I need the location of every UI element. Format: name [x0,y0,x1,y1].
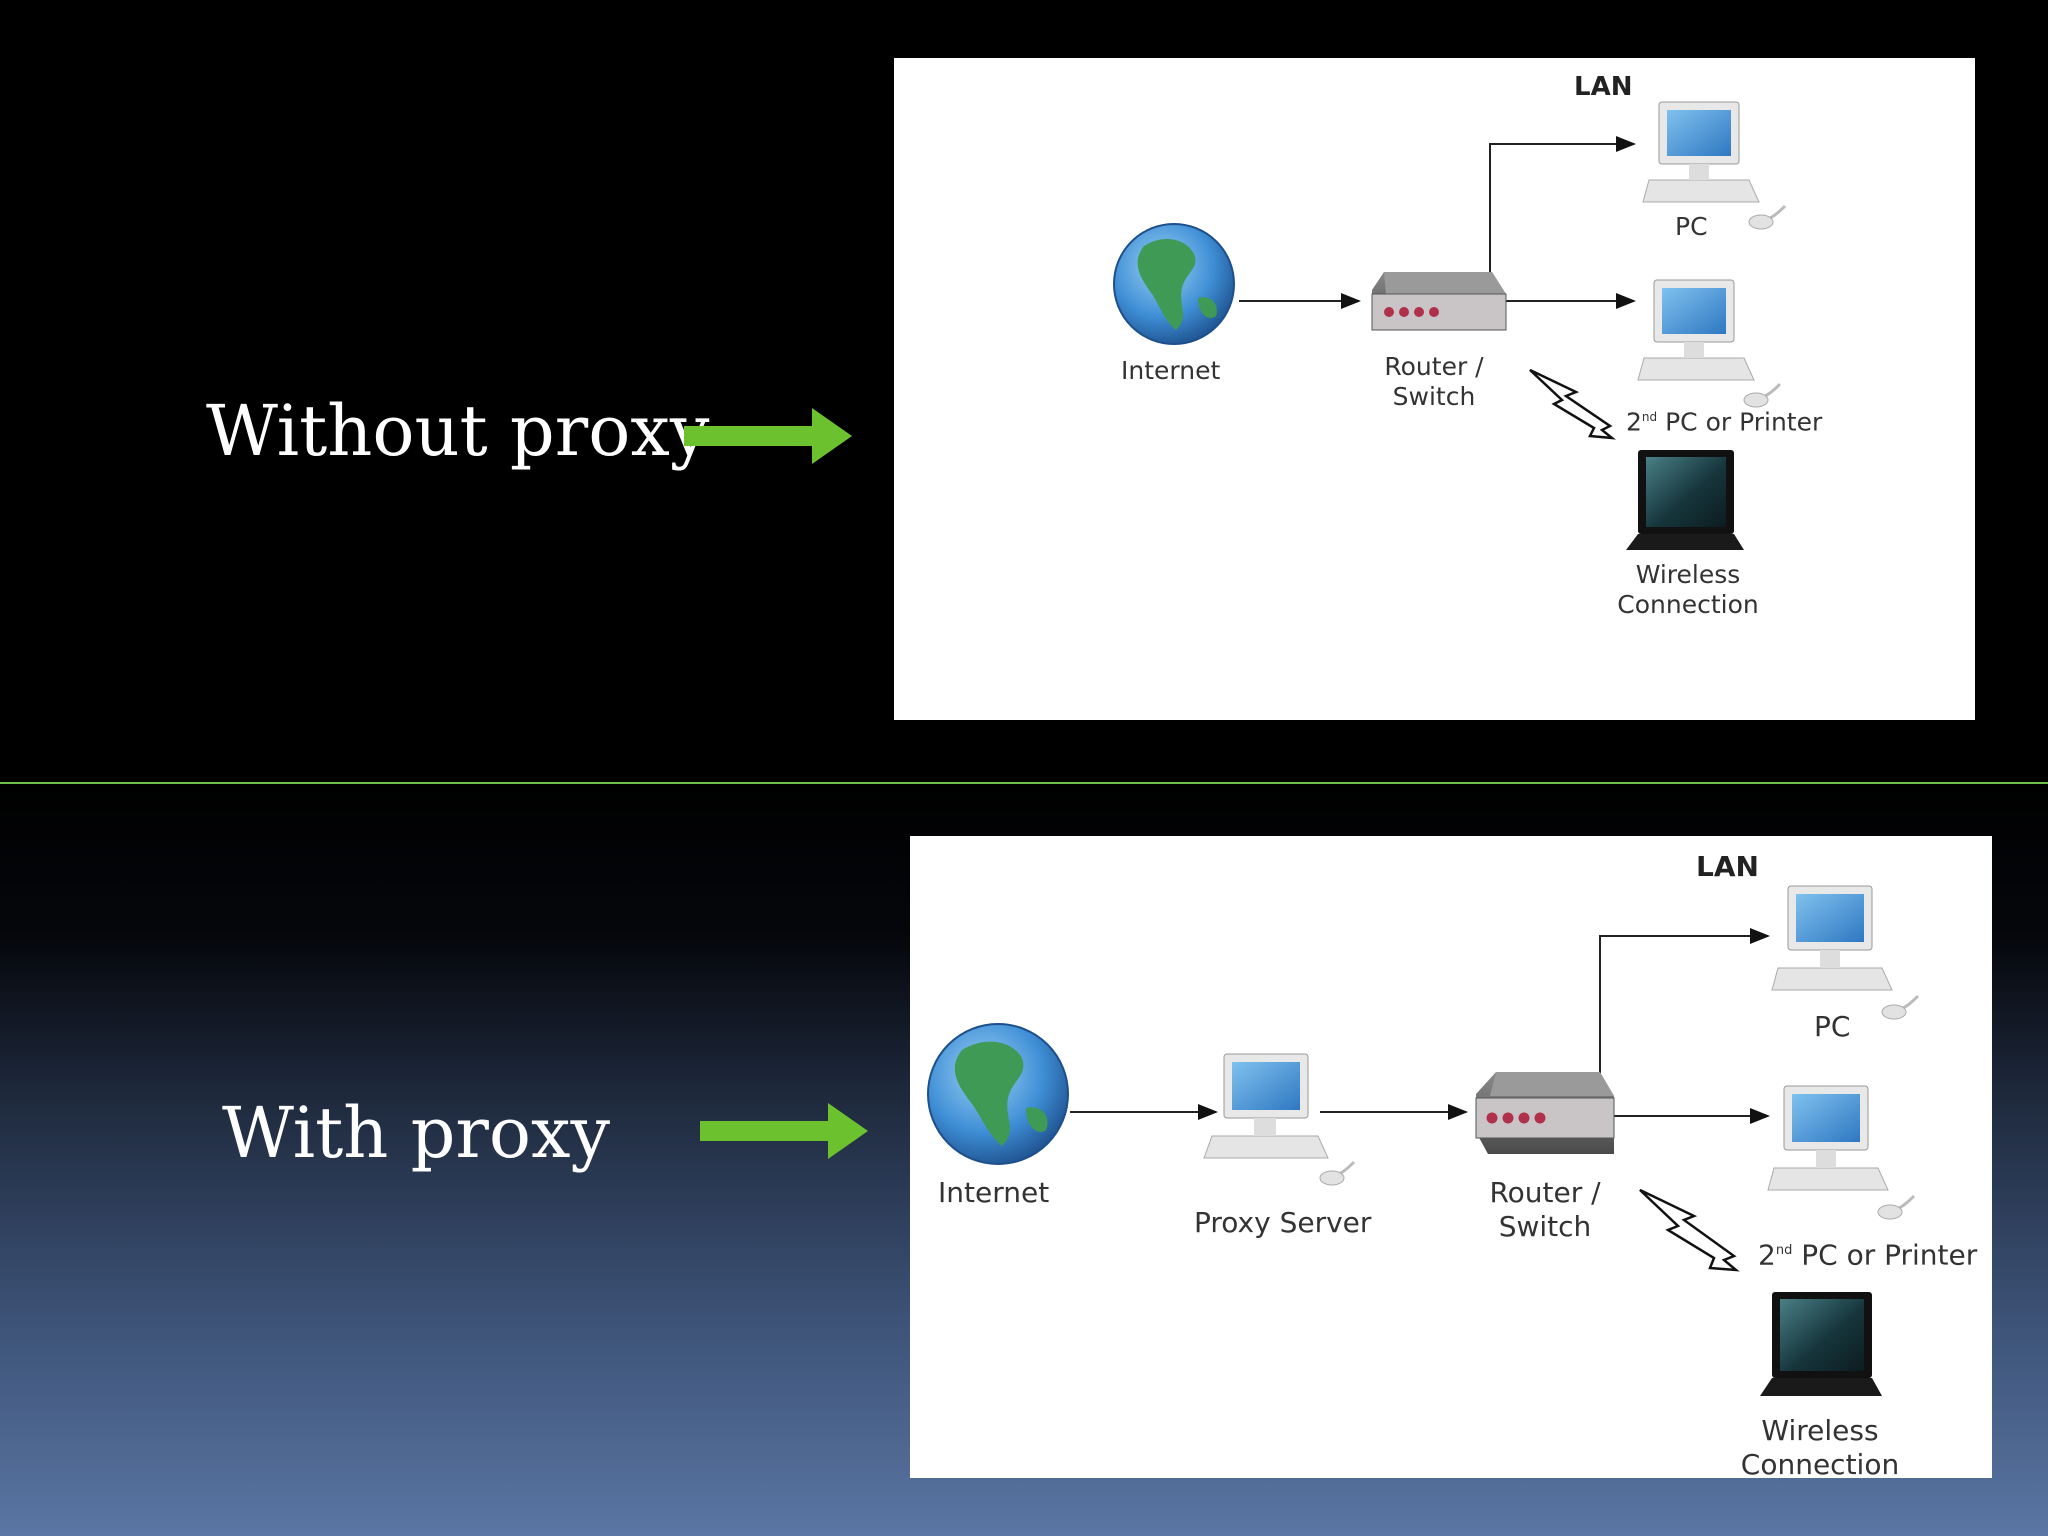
wireless-lightning-icon [1529,368,1617,440]
pc-computer-icon [1771,885,1920,1020]
router-label-line2: Switch [1498,1210,1592,1243]
wireless-lightning-icon [1639,1188,1740,1272]
lan-label: LAN [1696,850,1759,883]
second-pc-label-sup: nd [1775,1243,1793,1258]
link-router-pc [1599,928,1770,1112]
internet-globe-icon [1113,223,1235,345]
right-arrow-icon [684,408,852,464]
wireless-laptop-icon [1626,450,1744,550]
with-proxy-caption: With proxy [222,1092,611,1174]
router-label: Router / Switch [1480,1176,1610,1244]
wireless-label-line2: Connection [1740,1448,1900,1478]
second-pc-label: 2nd PC or Printer [1758,1236,1977,1270]
pc-computer-icon [1642,101,1787,230]
second-pc-label-rest: PC or Printer [1657,407,1823,437]
internet-label: Internet [938,1176,1050,1209]
router-label: Router / Switch [1374,352,1494,412]
link-router-pc [1489,136,1636,301]
without-proxy-caption: Without proxy [206,390,710,472]
diagram-without-proxy: LAN Internet Router / Switch PC 2nd PC o… [894,58,1975,720]
second-pc-printer-icon [1637,279,1782,408]
section-divider [0,782,2048,784]
router-label-line2: Switch [1392,382,1476,411]
internet-label: Internet [1121,356,1221,385]
wireless-label: Wireless Connection [1608,560,1768,620]
wireless-label-line2: Connection [1617,590,1759,619]
pc-label: PC [1814,1010,1851,1043]
internet-globe-icon [927,1023,1069,1165]
second-pc-label: 2nd PC or Printer [1626,402,1822,437]
second-pc-label-rest: PC or Printer [1792,1238,1978,1272]
router-label-line1: Router / [1384,352,1484,381]
router-switch-icon [1475,1072,1615,1154]
router-label-line1: Router / [1489,1176,1601,1209]
second-pc-printer-icon [1767,1085,1916,1220]
second-pc-label-num: 2 [1758,1238,1776,1272]
right-arrow-icon [700,1103,868,1159]
router-switch-icon [1371,272,1507,331]
wireless-label-line1: Wireless [1761,1414,1879,1447]
wireless-label-line1: Wireless [1635,560,1741,589]
proxy-server-computer-icon [1203,1053,1356,1186]
diagram-with-proxy: LAN Internet Proxy Server Router / Switc… [910,836,1992,1478]
proxy-server-label: Proxy Server [1194,1206,1372,1239]
pc-label: PC [1675,212,1708,241]
wireless-laptop-icon [1760,1292,1882,1396]
wireless-label: Wireless Connection [1730,1414,1910,1478]
lan-label: LAN [1574,72,1633,102]
second-pc-label-num: 2 [1626,407,1642,437]
second-pc-label-sup: nd [1641,410,1658,424]
